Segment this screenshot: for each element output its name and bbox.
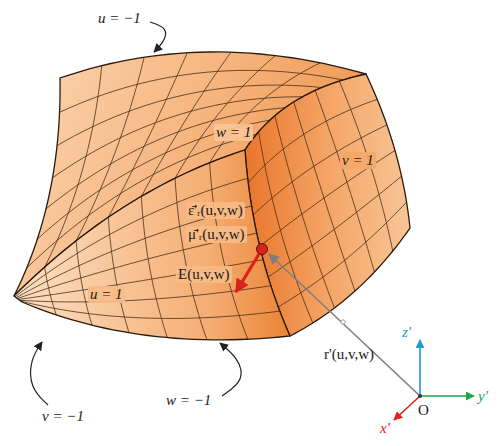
grid-line xyxy=(260,151,395,247)
origin-dot xyxy=(418,394,422,398)
grid-line xyxy=(210,163,248,339)
grid-line xyxy=(141,196,167,337)
origin-label: O xyxy=(416,402,431,419)
grid-line xyxy=(17,233,256,298)
axis-label: z' xyxy=(400,324,413,341)
y-axis xyxy=(420,395,474,397)
grid-line xyxy=(268,176,401,277)
z-axis xyxy=(419,340,421,396)
face-label: u = 1 xyxy=(88,286,125,303)
permittivity-label: ε̄'ᵣ(u,v,w) xyxy=(186,202,245,219)
grid-line xyxy=(294,102,355,291)
grid-line xyxy=(315,90,374,272)
field-label: E(u,v,w) xyxy=(176,266,232,283)
leader-arrow xyxy=(150,22,166,52)
grid-line xyxy=(15,178,247,297)
front-face xyxy=(14,150,290,340)
field-point xyxy=(257,244,268,255)
face-label: u = −1 xyxy=(96,10,143,27)
axis-label: x' xyxy=(378,420,392,437)
grid-line xyxy=(19,260,264,300)
leader-arrow xyxy=(220,343,241,396)
vector-midpoint xyxy=(341,320,345,324)
face-fill xyxy=(14,150,290,340)
leader-arrow xyxy=(31,342,48,405)
grid-line xyxy=(76,241,92,325)
x-axis xyxy=(394,396,420,420)
face-label: v = −1 xyxy=(40,408,86,425)
grid-line xyxy=(108,217,129,332)
grid-line xyxy=(16,206,251,298)
grid-line xyxy=(248,99,377,183)
face-label: w = 1 xyxy=(214,124,253,141)
face-label: v = 1 xyxy=(340,152,376,169)
hexahedral-element xyxy=(14,52,410,340)
face-label: w = −1 xyxy=(164,392,213,409)
field-vector xyxy=(236,249,262,292)
position-vector xyxy=(269,254,420,396)
grid-line xyxy=(253,125,387,215)
permeability-label: μ̄'ᵣ(u,v,w) xyxy=(186,226,247,243)
position-vector-label: r'(u,v,w) xyxy=(322,346,376,363)
face-edge xyxy=(14,150,290,340)
grid-line xyxy=(339,81,392,251)
axis-label: y' xyxy=(476,388,490,405)
